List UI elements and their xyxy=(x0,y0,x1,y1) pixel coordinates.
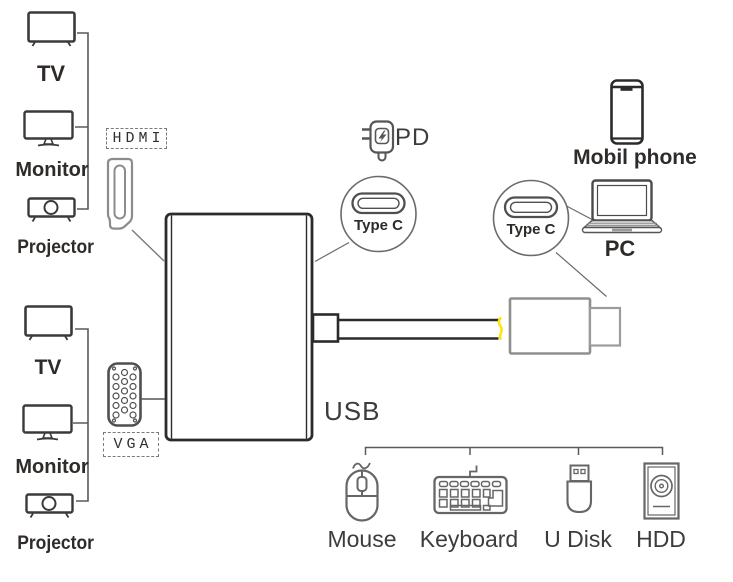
vga-port-icon xyxy=(107,362,142,427)
lightning-bolt-icon xyxy=(378,130,387,143)
typec-top-circle xyxy=(340,175,417,253)
mobile-phone-label: Mobil phone xyxy=(573,146,697,169)
hdd-label: HDD xyxy=(636,526,686,552)
keyboard-label: Keyboard xyxy=(419,526,519,552)
typec-right-circle xyxy=(492,179,570,257)
projector-icon-hdmi xyxy=(27,197,76,223)
monitor-label-hdmi: Monitor xyxy=(15,159,89,181)
laptop-icon xyxy=(581,179,663,234)
hdmi-to-hub-line xyxy=(131,229,165,262)
usb-cable xyxy=(311,313,499,343)
udisk-icon xyxy=(566,464,593,514)
hdmi-group-bracket xyxy=(75,32,89,210)
projector-label-vga: Projector xyxy=(17,533,94,554)
hdmi-port-icon xyxy=(106,157,134,230)
usb-label: USB xyxy=(324,396,381,426)
tv-icon-vga xyxy=(24,305,73,341)
mobile-phone-icon xyxy=(610,79,644,145)
keyboard-icon xyxy=(433,465,508,515)
monitor-label-vga: Monitor xyxy=(15,456,89,478)
vga-group-bracket xyxy=(73,328,89,502)
typec-right-label: Type C xyxy=(506,221,556,238)
usb-devices-bracket xyxy=(364,446,664,455)
hub-body xyxy=(164,212,314,442)
typec-right-to-pc-line xyxy=(566,205,593,221)
monitor-icon-vga xyxy=(22,404,73,441)
usb-plug-icon xyxy=(508,297,622,355)
tv-icon-hdmi xyxy=(27,11,76,47)
cable-break-mark xyxy=(497,316,503,341)
hdd-icon xyxy=(643,462,680,520)
tv-label-vga: TV xyxy=(34,356,62,379)
pd-charger-icon xyxy=(362,120,395,162)
typec-top-to-hub-line xyxy=(314,241,350,263)
mouse-icon xyxy=(345,462,379,522)
pd-label: PD xyxy=(395,124,431,151)
projector-icon-vga xyxy=(25,493,74,519)
mouse-label: Mouse xyxy=(327,526,397,552)
pc-label: PC xyxy=(604,236,636,261)
udisk-label: U Disk xyxy=(544,526,612,552)
vga-port-label: VGA xyxy=(103,432,159,457)
typec-right-to-plug-line xyxy=(555,252,607,297)
typec-top-label: Type C xyxy=(354,217,403,234)
hdmi-port-label: HDMI xyxy=(106,128,167,149)
tv-label-hdmi: TV xyxy=(36,61,66,86)
monitor-icon-hdmi xyxy=(23,110,74,147)
projector-label-hdmi: Projector xyxy=(17,237,94,258)
